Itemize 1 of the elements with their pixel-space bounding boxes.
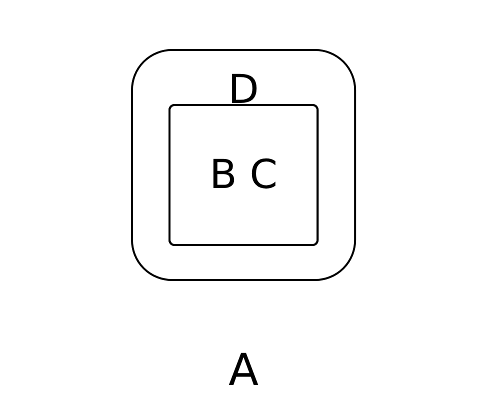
set-label: A — [228, 345, 259, 396]
